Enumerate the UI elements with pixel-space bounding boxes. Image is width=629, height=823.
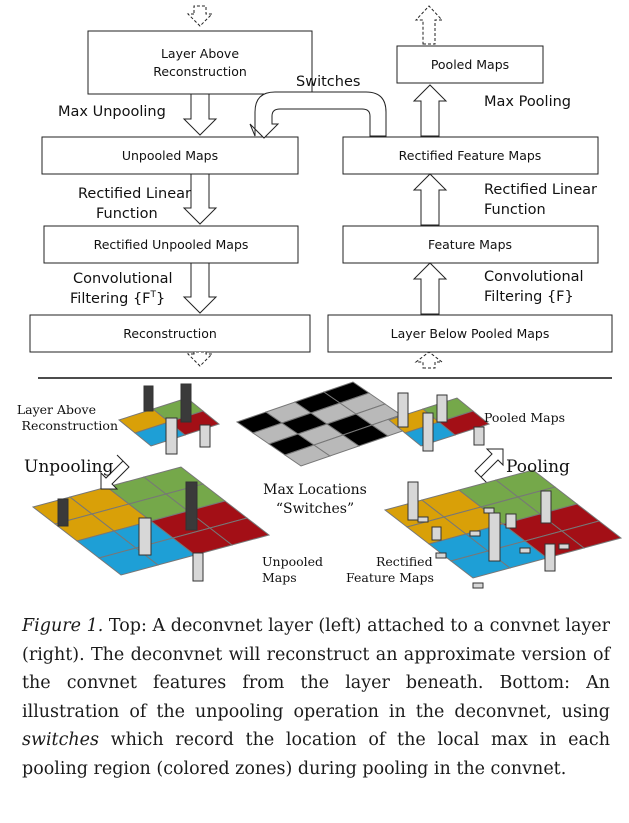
caption-figure-label: Figure 1.	[22, 616, 104, 636]
bar-light	[473, 426, 485, 446]
function-left-label: Function	[96, 206, 158, 222]
arrow-max-unpooling	[182, 93, 218, 136]
bar-light	[544, 543, 556, 572]
convolutional-left-label: Convolutional	[73, 271, 173, 287]
unpooling-arrow	[100, 454, 130, 490]
arrow-convolutional-left	[182, 262, 218, 314]
pooled-small-label: Pooled Maps	[484, 410, 565, 425]
unpooling-label: Unpooling	[24, 457, 113, 477]
flat-marker	[558, 543, 570, 550]
reconstruction-label-top: Reconstruction	[153, 64, 247, 79]
bar-light	[488, 512, 501, 562]
flat-marker	[483, 507, 495, 514]
convolutional-right-label: Convolutional	[484, 269, 584, 285]
rectified-feature-grid-cell	[560, 520, 623, 549]
unpooled-grid-cell	[208, 517, 271, 546]
flat-marker	[472, 582, 484, 589]
caption-text-2: which record the location of the local m…	[22, 730, 610, 779]
arrow-rectified-linear-left	[182, 173, 218, 225]
deconvnet-diagram: Layer Above Reconstruction Unpooled Maps…	[17, 5, 623, 589]
flat-marker	[435, 552, 447, 559]
layer-below-label: Layer Below Pooled Maps	[391, 326, 550, 341]
max-unpooling-label: Max Unpooling	[58, 104, 166, 120]
pooled-grid-cell	[437, 410, 491, 436]
caption-switches-word: switches	[22, 730, 99, 751]
box-pooled-maps	[396, 45, 544, 84]
box-feature-maps	[342, 225, 599, 264]
flat-marker	[469, 530, 481, 537]
flat-marker	[519, 547, 531, 554]
switches-connector	[249, 91, 387, 139]
unpooled-small-label: Unpooled	[262, 554, 323, 569]
rectified-small-label: Rectified	[376, 554, 433, 569]
bar-light	[397, 392, 409, 428]
bar-dark	[143, 385, 154, 412]
unpooled-maps-label: Unpooled Maps	[122, 148, 218, 163]
bar-light	[138, 517, 152, 556]
bar-dark	[180, 383, 192, 423]
dashed-arrow-top-right	[414, 5, 444, 45]
dashed-arrow-bottom-right	[414, 351, 444, 369]
bar-light	[422, 412, 434, 452]
arrow-rectified-linear-right	[412, 173, 448, 226]
box-layer-below-pooled-maps	[327, 314, 613, 353]
box-layer-above-reconstruction	[87, 30, 313, 95]
rectified-feature-label: Rectified Feature Maps	[399, 148, 542, 163]
rectified-unpooled-label: Rectified Unpooled Maps	[94, 237, 249, 252]
flat-marker	[417, 516, 429, 523]
layer-above-small-label: Layer Above	[17, 402, 96, 417]
box-reconstruction	[29, 314, 311, 353]
figure-caption: Figure 1. Top: A deconvnet layer (left) …	[22, 612, 610, 784]
feature-maps-small-label: Feature Maps	[346, 570, 434, 585]
bar-light	[192, 552, 204, 582]
bar-light	[165, 417, 178, 455]
bar-light	[199, 424, 211, 448]
switches-quote-label: “Switches”	[276, 501, 354, 517]
rectified-linear-left-label: Rectified Linear	[78, 186, 191, 202]
dashed-arrow-bottom-left	[186, 351, 214, 367]
box-rectified-feature-maps	[342, 136, 599, 175]
arrow-convolutional-right	[412, 262, 448, 315]
layer-above-label: Layer Above	[161, 46, 239, 61]
filtering-f-label: Filtering {F}	[484, 289, 574, 305]
switches-label: Switches	[296, 74, 360, 90]
bar-light	[505, 513, 517, 529]
pooling-arrow	[474, 448, 504, 484]
maps-small-label: Maps	[262, 570, 297, 585]
box-rectified-unpooled-maps	[43, 225, 299, 264]
caption-text-1: Top: A deconvnet layer (left) attached t…	[22, 616, 610, 722]
box-unpooled-maps	[41, 136, 299, 175]
rectified-linear-right-label: Rectified Linear	[484, 182, 597, 198]
pooling-label: Pooling	[506, 457, 570, 477]
arrow-max-pooling	[412, 84, 448, 137]
function-right-label: Function	[484, 202, 546, 218]
pooling-illustration	[31, 381, 623, 589]
pooled-maps-label: Pooled Maps	[431, 57, 509, 72]
bar-dark	[185, 481, 198, 531]
max-locations-label: Max Locations	[263, 482, 367, 498]
layer-above-grid-cell	[167, 410, 221, 436]
feature-maps-label: Feature Maps	[428, 237, 512, 252]
bar-light	[431, 526, 442, 541]
bar-light	[436, 394, 448, 423]
max-pooling-label: Max Pooling	[484, 94, 571, 110]
bar-light	[540, 490, 552, 524]
bar-light	[407, 481, 419, 521]
reconstruction-small-label: Reconstruction	[22, 418, 118, 433]
reconstruction-label: Reconstruction	[123, 326, 217, 341]
dashed-arrow-top-left	[186, 5, 214, 27]
filtering-ft-label: Filtering {FT}	[70, 290, 165, 307]
bar-dark	[57, 498, 69, 527]
